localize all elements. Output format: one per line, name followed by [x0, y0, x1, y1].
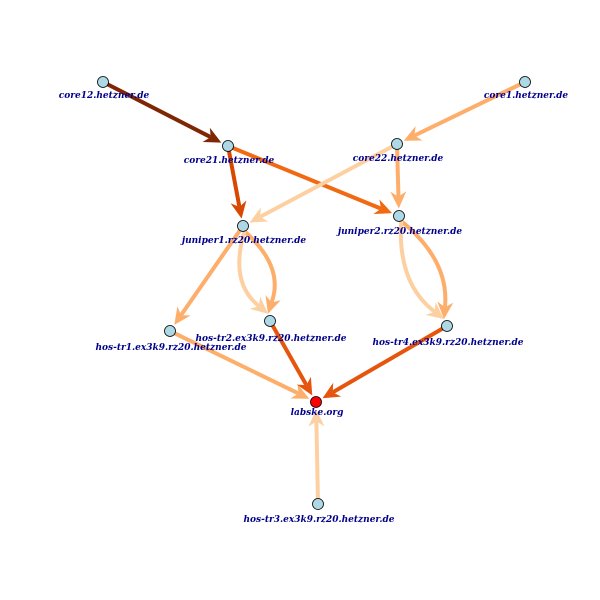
edge-juniper1-hostr2 — [237, 229, 268, 314]
labels-layer: core12.hetzner.de core1.hetzner.de core21.… — [59, 91, 569, 525]
edge-line — [227, 149, 242, 207]
node-label-core1: core1.hetzner.de — [484, 91, 568, 101]
arrowhead-icon — [230, 200, 247, 219]
edge-hostr2-labske — [270, 323, 313, 396]
node-core21 — [222, 140, 234, 152]
node-juniper2 — [393, 210, 405, 222]
node-label-core12: core12.hetzner.de — [59, 91, 150, 101]
edge-line — [180, 228, 242, 316]
node-label-hostr3: hos-tr3.ex3k9.rz20.hetzner.de — [243, 515, 394, 525]
edge-line — [231, 146, 382, 210]
edge-line — [332, 326, 445, 394]
nodes-layer — [97, 76, 531, 510]
arrowhead-icon — [249, 207, 269, 223]
edge-line — [242, 229, 277, 303]
edge-line — [314, 421, 320, 501]
arrowhead-icon — [296, 376, 313, 396]
edge-line — [270, 323, 308, 386]
arrowhead-icon — [202, 127, 222, 143]
edge-hostr1-labske — [172, 331, 310, 399]
node-label-core21: core21.hetzner.de — [184, 156, 275, 166]
edge-line — [395, 147, 401, 197]
edge-hostr4-labske — [322, 326, 445, 399]
edge-line — [414, 82, 523, 137]
arrowhead-icon — [373, 199, 393, 215]
edge-hostr3-labske — [308, 409, 325, 501]
node-core12 — [97, 76, 109, 88]
edge-line — [398, 219, 436, 313]
edge-juniper2-hostr4 — [398, 219, 445, 320]
node-label-core22: core22.hetzner.de — [353, 154, 444, 164]
arrowhead-icon — [425, 302, 445, 320]
node-label-hostr1: hos-tr1.ex3k9.rz20.hetzner.de — [95, 343, 246, 353]
node-label-labske: labske.org — [291, 408, 344, 418]
edge-juniper1-hostr1 — [174, 228, 242, 325]
edge-line — [105, 82, 211, 139]
edge-core12-core21 — [105, 82, 222, 143]
arrowhead-icon — [390, 191, 407, 209]
arrowhead-icon — [322, 382, 342, 399]
node-juniper1 — [237, 220, 249, 232]
node-label-juniper2: juniper2.rz20.hetzner.de — [336, 227, 463, 237]
edge-core22-juniper1 — [249, 144, 395, 223]
arrowhead-icon — [290, 384, 310, 399]
edge-line — [259, 144, 395, 218]
node-labske — [310, 396, 322, 408]
edge-line — [399, 219, 448, 308]
arrowhead-icon — [403, 126, 423, 141]
node-label-hostr2: hos-tr2.ex3k9.rz20.hetzner.de — [195, 334, 346, 344]
node-hostr4 — [441, 320, 453, 332]
arrowhead-icon — [174, 306, 191, 325]
node-label-hostr4: hos-tr4.ex3k9.rz20.hetzner.de — [372, 338, 523, 348]
edge-core1-core22 — [403, 82, 523, 141]
edge-line — [237, 229, 260, 307]
node-hostr1 — [164, 325, 176, 337]
edge-core21-juniper2 — [231, 146, 393, 215]
arrowhead-icon — [437, 301, 454, 320]
arrowhead-icon — [265, 295, 281, 314]
edges-layer — [105, 82, 523, 501]
arrowhead-icon — [249, 296, 268, 314]
node-hostr3 — [312, 498, 324, 510]
edge-juniper2-hostr4 — [399, 219, 454, 320]
node-core22 — [391, 138, 403, 150]
edge-core22-juniper2 — [390, 147, 407, 209]
edge-line — [172, 331, 299, 395]
arrowhead-icon — [308, 409, 325, 427]
edge-core21-juniper1 — [227, 149, 247, 219]
node-label-juniper1: juniper1.rz20.hetzner.de — [180, 236, 307, 246]
edge-juniper1-hostr2 — [242, 229, 281, 314]
node-hostr2 — [264, 315, 276, 327]
node-core1 — [519, 76, 531, 88]
